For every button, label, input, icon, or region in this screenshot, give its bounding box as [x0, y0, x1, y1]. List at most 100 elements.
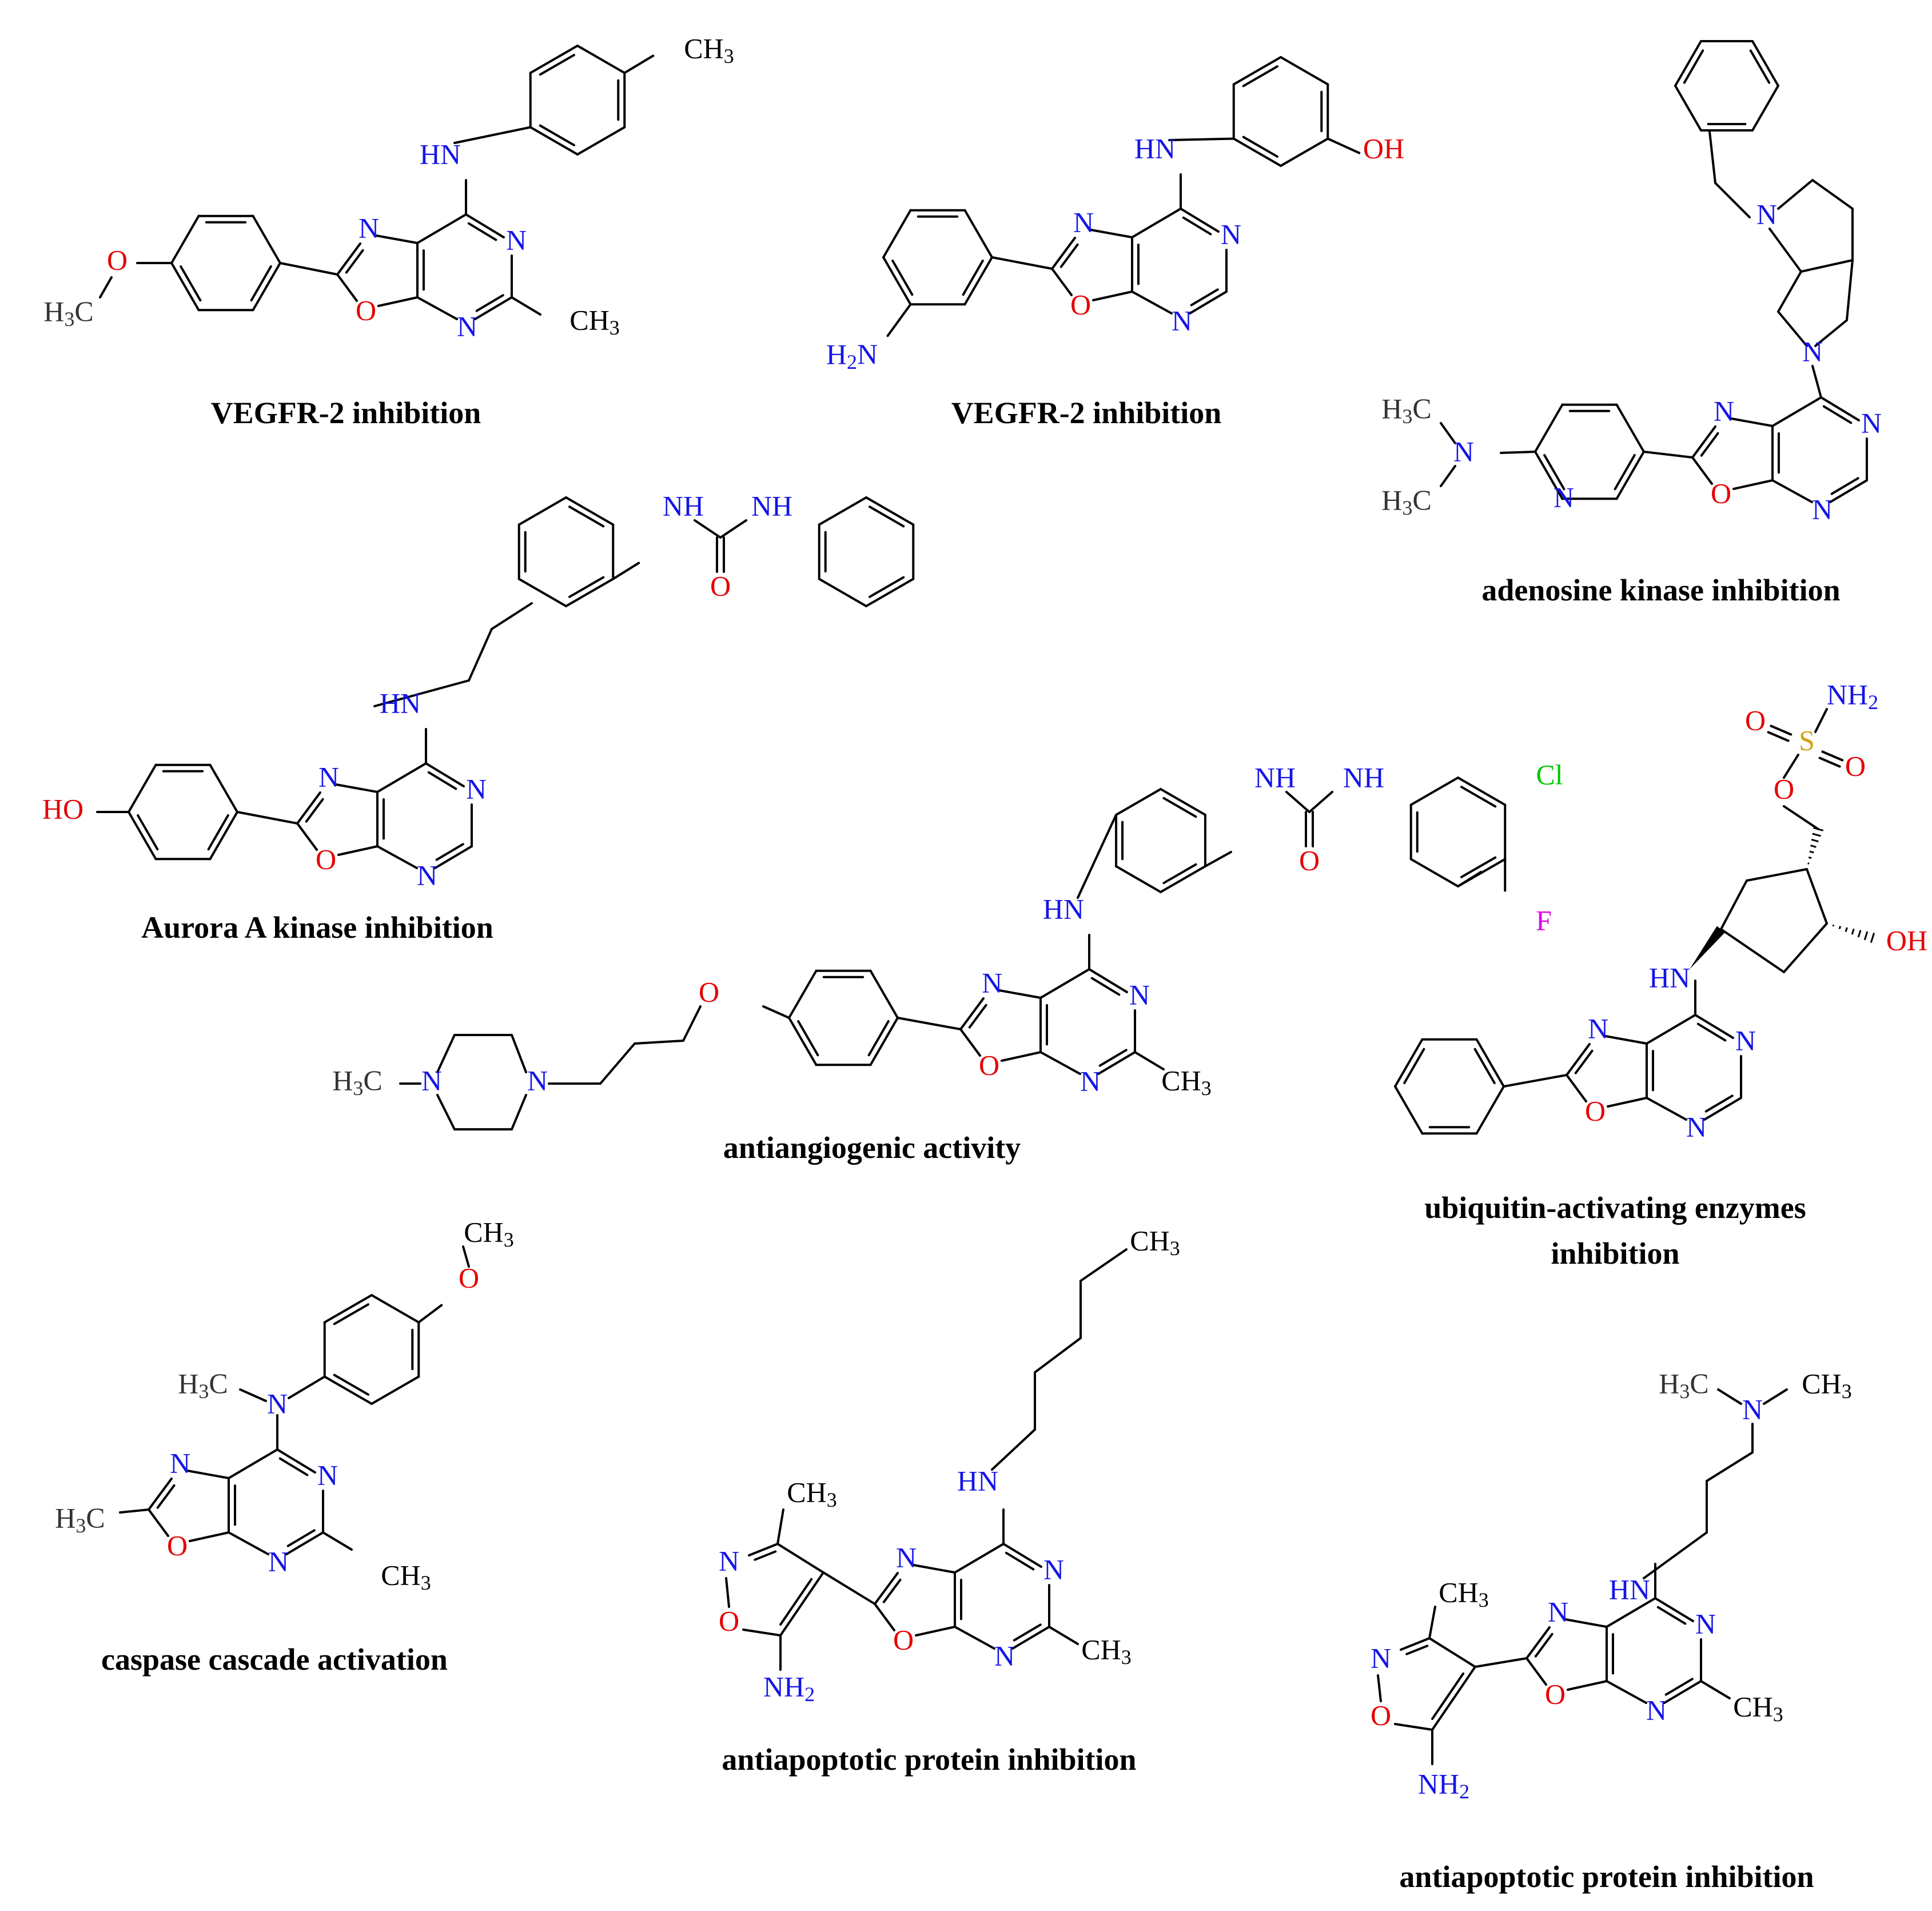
anisole-ring-inner	[333, 1303, 369, 1325]
chain-bond	[1079, 1248, 1128, 1282]
pyrimidine-bond-inner	[1830, 477, 1859, 495]
pyrimidine-bond	[465, 213, 505, 238]
caption-ubiquitin-line1: ubiquitin-activating enzymes	[1424, 1191, 1806, 1225]
oxazole-bond-inner	[156, 1484, 176, 1509]
pyrimidine-bond	[1131, 290, 1173, 314]
oxazole-n-label: N	[170, 1447, 190, 1479]
ether-bond	[417, 1304, 443, 1324]
methyl-label: CH3	[1081, 1633, 1131, 1669]
oxazole-bond	[189, 1531, 230, 1542]
pyridine-n-label: N	[1553, 481, 1574, 513]
pyrimidine-n-label: N	[1695, 1607, 1716, 1639]
aryl-oxazole-bond	[991, 256, 1053, 270]
stereo-hash-bond	[1832, 924, 1875, 943]
pyridine-ring-inner	[1543, 454, 1565, 491]
tolyl-ring	[529, 126, 579, 156]
isoxazole-oxazole-bond	[1474, 1657, 1528, 1668]
chain-bond	[991, 1428, 1036, 1471]
isoxazole-bond	[779, 1571, 824, 1637]
phenyl-ring-inner	[1403, 1048, 1425, 1084]
pyrimidine-bond-inner	[286, 1529, 316, 1547]
fluorine-label: F	[1536, 904, 1552, 936]
amine-label: NH2	[763, 1670, 815, 1706]
oxazole-n-label: N	[1588, 1012, 1608, 1044]
pyrimidine-n-label: N	[1080, 1065, 1101, 1097]
methyl-label: CH3	[787, 1476, 836, 1511]
methyl-bond	[1763, 1388, 1788, 1405]
methyl-label: H3C	[43, 295, 93, 331]
pyridine-ring-inner	[1614, 454, 1636, 491]
methoxy-o-label: O	[459, 1261, 479, 1293]
pyrimidine-n-label: N	[1646, 1694, 1667, 1726]
phenyl-ring	[565, 578, 615, 607]
anisole-ring-inner	[333, 1373, 369, 1396]
methyl-bond	[1428, 1606, 1436, 1639]
pyrimidine-bond	[1646, 1014, 1696, 1045]
methyl-bond	[239, 1388, 267, 1402]
oxazole-bond	[296, 791, 321, 825]
oxazole-n-label: N	[1073, 206, 1094, 238]
urea-o-label: O	[710, 570, 731, 602]
urea-nh-label: NH	[1254, 761, 1296, 793]
ring-bond	[1777, 270, 1802, 313]
pyrimidine-bond-inner	[1656, 1606, 1687, 1625]
methyl-bond	[1440, 465, 1456, 487]
benzyl-ring-inner	[1683, 49, 1704, 84]
benzylic-bond	[1714, 182, 1751, 218]
isoxazole-bond	[748, 1543, 779, 1556]
n-aryl-bond	[1077, 814, 1118, 899]
anisole-ring	[371, 1294, 420, 1324]
isoxazole-n-label: N	[719, 1544, 739, 1576]
aryl-oxazole-bond	[897, 1017, 962, 1030]
phenyl-ring	[565, 496, 615, 526]
methyl-label: CH3	[381, 1559, 431, 1594]
oxazole-bond	[377, 296, 419, 307]
phenol-ring	[209, 811, 238, 861]
ring-bond	[1846, 259, 1854, 321]
aryloxy-ring	[788, 1017, 818, 1066]
n-c7-bond	[1811, 365, 1822, 399]
benzyl-ring-inner	[1749, 49, 1771, 84]
methoxy-o-label: O	[107, 244, 128, 276]
oxazole-bond	[874, 1572, 899, 1605]
benzyl-ring	[1751, 40, 1779, 87]
phenyl-ring	[1394, 1085, 1424, 1135]
phenyl-ring	[517, 496, 567, 526]
nh-label: HN	[1134, 132, 1176, 164]
anisole-ring	[323, 1375, 373, 1405]
methyl-label: H3C	[332, 1064, 382, 1100]
pyrimidine-bond	[1829, 479, 1868, 503]
pyrimidine-n-label: N	[1686, 1110, 1707, 1142]
oxazole-o-label: O	[1545, 1678, 1565, 1710]
chain-bond	[1643, 1531, 1708, 1579]
methyl-bond	[1700, 1680, 1731, 1699]
phenyl-ring	[1394, 1038, 1424, 1088]
oxazole-bond	[335, 783, 379, 793]
sulfamate-bond	[1783, 754, 1799, 779]
pyrimidine-bond	[376, 762, 427, 793]
amine-label: H2N	[826, 338, 878, 373]
oxazole-o-label: O	[979, 1049, 999, 1081]
isoxazole-bond-inner	[1431, 1672, 1465, 1720]
ether-o-label: O	[699, 976, 719, 1008]
pyrimidine-n-label: N	[268, 1545, 289, 1577]
oxazole-bond-inner	[1700, 432, 1719, 457]
oxazole-o-label: O	[356, 294, 376, 326]
chlorine-label: Cl	[1536, 758, 1563, 790]
phenyl-ring-inner	[1162, 863, 1197, 885]
oxazole-bond	[1051, 237, 1076, 270]
phenyl-ring	[1475, 1038, 1505, 1088]
n-aryl-bond	[453, 126, 532, 144]
sulfamate-bond	[1814, 708, 1828, 733]
oxazole-bond	[913, 1564, 956, 1574]
pyrimidine-bond-inner	[427, 771, 457, 790]
phenol-ring	[1280, 137, 1329, 167]
halophenyl-ring-inner	[1460, 786, 1497, 808]
aryl-oxazole-bond	[279, 262, 338, 276]
pyridine-ring	[1615, 403, 1645, 453]
nh-label: HN	[380, 687, 421, 719]
pyrimidine-bond-inner	[1182, 216, 1212, 236]
methyl-bond	[776, 1508, 784, 1545]
urea-bond	[1285, 791, 1310, 813]
pyrimidine-bond	[1189, 290, 1228, 314]
